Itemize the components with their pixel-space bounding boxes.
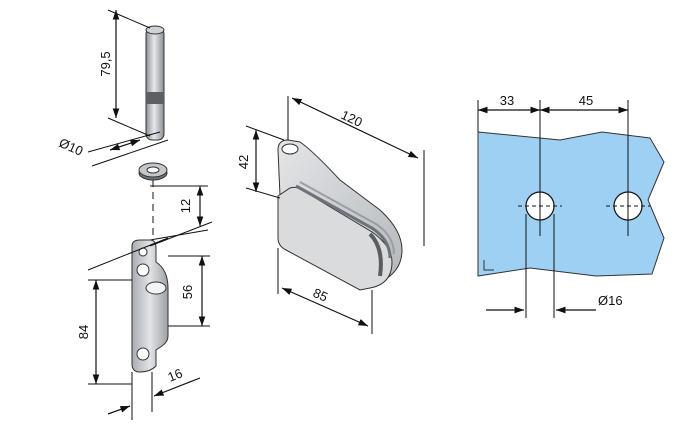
label-pin-diameter: Ø10 (57, 135, 86, 159)
dim-arrow-width (107, 405, 131, 415)
washer (138, 162, 168, 181)
dim-line-pin-diameter (109, 139, 141, 151)
clamp-gasket (299, 181, 395, 255)
dim-line-clamp-width (291, 97, 419, 159)
ext-line (107, 117, 151, 137)
hinge-pin-band (146, 92, 164, 104)
hinge-body (131, 239, 169, 373)
clamp-hole (281, 143, 299, 155)
label-hole-diameter: Ø16 (598, 293, 623, 308)
label-clamp-width: 120 (339, 107, 365, 130)
hinge-pin-top (145, 25, 165, 35)
ext-line (107, 9, 151, 29)
screw-hole (136, 347, 150, 361)
label-gap: 12 (178, 199, 193, 213)
hinge-pin (145, 27, 165, 141)
ext-line (87, 237, 169, 271)
ext-line (149, 221, 213, 247)
screw-hole (136, 263, 150, 277)
glass-panel-drawing: 33 45 Ø16 (477, 93, 665, 318)
label-width: 16 (166, 365, 185, 384)
label-total-height: 84 (76, 325, 91, 339)
clamp-gasket (295, 184, 392, 259)
ext-line (245, 187, 281, 199)
glass-clamp-drawing: 120 42 85 (236, 96, 425, 334)
label-pin-length: 79,5 (98, 51, 113, 76)
corner-mark (483, 260, 494, 271)
ext-line (91, 139, 169, 167)
dim-line-clamp-depth (281, 287, 369, 327)
label-lower-height: 56 (180, 285, 195, 299)
dim-arrow-width (153, 377, 201, 397)
label-clamp-depth: 85 (311, 285, 330, 305)
hinge-pin-drawing: 79,5 Ø10 12 56 (57, 9, 213, 420)
label-hole-spacing: 45 (579, 93, 593, 108)
ext-line (87, 131, 161, 153)
pin-socket (145, 281, 167, 295)
glass-panel (477, 131, 665, 277)
label-clamp-height: 42 (236, 155, 251, 169)
ext-line (245, 125, 285, 141)
clamp-gasket-edge (368, 232, 383, 277)
label-hole-offset: 33 (500, 93, 514, 108)
